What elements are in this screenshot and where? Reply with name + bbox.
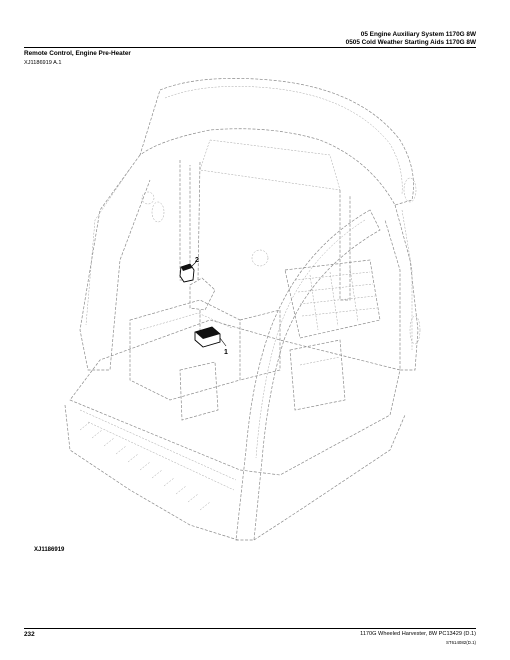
header-rule — [24, 47, 476, 48]
footer-doc-code: ST614082(D.1) — [445, 640, 476, 645]
header-subgroup-title: 0505 Cold Weather Starting Aids 1170G 8W — [345, 39, 476, 46]
footer-doc-title: 1170G Wheeled Harvester, 8W PC13429 (D.1… — [360, 631, 476, 637]
footer-rule — [24, 628, 476, 629]
part-1-remote-control — [194, 326, 227, 348]
section-id: XJ1186919 A.1 — [24, 60, 62, 66]
callout-2: 2 — [195, 257, 199, 264]
part-2-sensor — [179, 261, 197, 283]
callout-1: 1 — [224, 349, 228, 356]
header-chapter-title: 05 Engine Auxiliary System 1170G 8W — [360, 31, 476, 38]
page-number: 232 — [24, 631, 35, 638]
figure-label: XJ1186919 — [34, 547, 65, 553]
section-title: Remote Control, Engine Pre-Heater — [24, 50, 131, 57]
cab-illustration: 2 1 — [64, 78, 421, 541]
